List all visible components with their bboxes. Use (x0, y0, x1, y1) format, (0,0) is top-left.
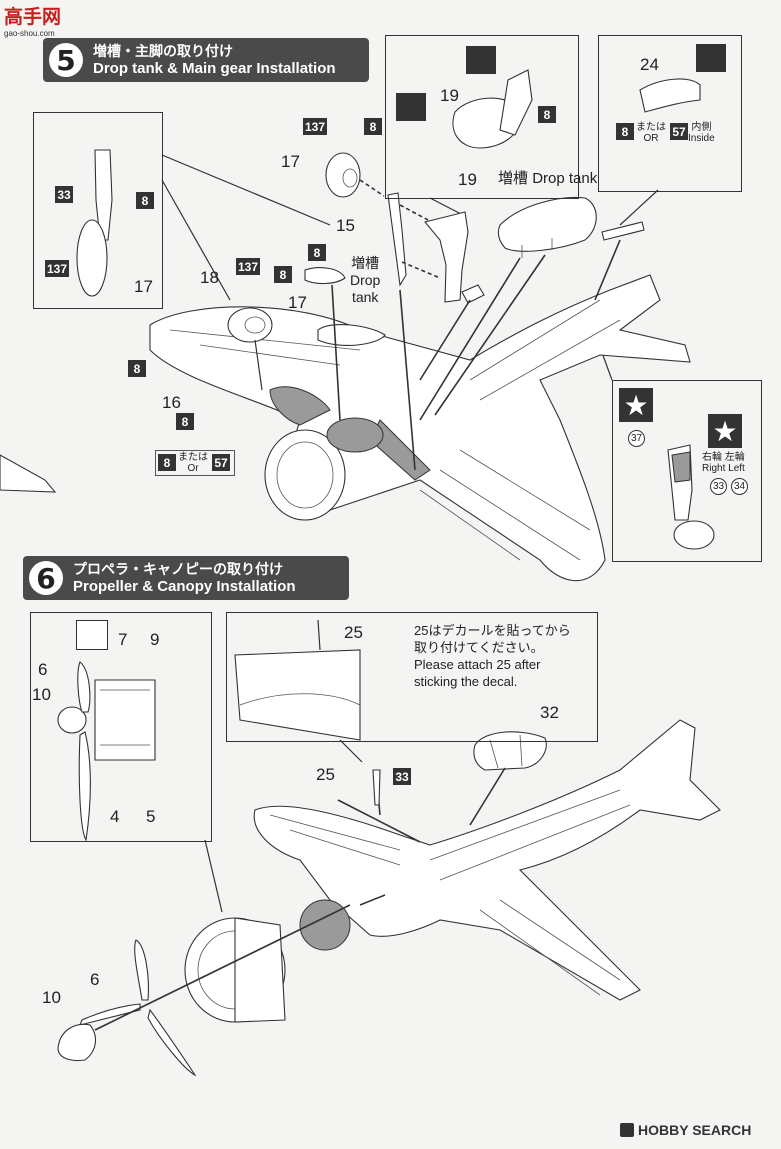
part-tag: 57 (670, 123, 688, 140)
step5-title-jp: 増槽・主脚の取り付け (93, 43, 233, 59)
drop-tank-label-2: 増槽 Drop tank (350, 255, 381, 305)
part-tag: 8 (128, 360, 146, 377)
step5-header: 5 増槽・主脚の取り付け Drop tank & Main gear Insta… (43, 38, 369, 82)
part-number: 17 (281, 152, 300, 171)
part-number: 25 (316, 765, 335, 784)
step6-header: 6 プロペラ・キャノピーの取り付け Propeller & Canopy Ins… (23, 556, 349, 600)
part-number: 10 (32, 685, 51, 704)
callout-part24-detail (598, 35, 742, 192)
part-number: 6 (90, 970, 100, 989)
part-number: 15 (336, 216, 355, 235)
site-logo[interactable]: 高手网 gao-shou.com (4, 2, 72, 38)
step5-title-en: Drop tank & Main gear Installation (93, 60, 336, 77)
part-tag: 137 (236, 258, 261, 275)
part-number: 9 (150, 630, 160, 649)
part-circle: 34 (731, 478, 748, 495)
step5-number: 5 (49, 43, 83, 77)
or-57-box (155, 450, 235, 476)
part-number: 7 (118, 630, 128, 649)
part-number: 18 (200, 268, 219, 287)
no-glue-icon (76, 620, 108, 650)
part-tag: 57 (212, 454, 230, 471)
part-number: 6 (38, 660, 48, 679)
part-tag: 8 (364, 118, 382, 135)
hobby-search-text: HOBBY SEARCH (638, 1122, 752, 1138)
part-tag: 137 (303, 118, 328, 135)
cut-mark-icon (466, 46, 496, 74)
drop-tank-label: 増槽 Drop tank (498, 170, 598, 187)
part-tag: 8 (274, 266, 292, 283)
cut-mark-icon (396, 93, 426, 121)
part-number: 19 (440, 86, 459, 105)
callout-part19-detail (385, 35, 579, 199)
star-icon: ★ (619, 388, 653, 422)
part-tag: 8 (176, 413, 194, 430)
step6-number: 6 (29, 561, 63, 595)
part-tag: 8 (308, 244, 326, 261)
part-tag: 33 (55, 186, 73, 203)
part-tag: 137 (45, 260, 70, 277)
decal-note: 25はデカールを貼ってから 取り付けてください。 Please attach 2… (414, 623, 571, 689)
step6-title-en: Propeller & Canopy Installation (73, 578, 296, 595)
part-number: 17 (288, 293, 307, 312)
part-number: 4 (110, 807, 120, 826)
part-number: 24 (640, 55, 659, 74)
part-tag: 8 (158, 454, 176, 471)
right-left-text: 右輪 左輪 Right Left (702, 452, 745, 474)
cut-mark-icon (696, 44, 726, 72)
callout-tail-wheel-detail (612, 380, 762, 562)
part-circle: 37 (628, 430, 645, 447)
callout-antenna-detail (226, 612, 598, 742)
part-tag: 33 (393, 768, 411, 785)
part-tag: 8 (538, 106, 556, 123)
star-icon: ★ (708, 414, 742, 448)
part-number: 17 (134, 277, 153, 296)
part-number: 10 (42, 988, 61, 1007)
hobby-search-logo[interactable]: HOBBY SEARCH (620, 1122, 751, 1138)
hobby-search-icon (620, 1123, 634, 1137)
part-number: 16 (162, 393, 181, 412)
part-number: 5 (146, 807, 156, 826)
part-tag: 8 (616, 123, 634, 140)
site-logo-text: 高手网 (4, 6, 62, 28)
part-number: 19 (458, 170, 477, 189)
site-logo-url: gao-shou.com (4, 29, 55, 38)
part-number: 32 (540, 703, 559, 722)
callout-main-gear-detail (33, 112, 163, 309)
step6-title-jp: プロペラ・キャノピーの取り付け (73, 561, 283, 577)
callout-propeller-detail (30, 612, 212, 842)
part-circle: 33 (710, 478, 727, 495)
part-tag: 8 (136, 192, 154, 209)
part-number: 25 (344, 623, 363, 642)
